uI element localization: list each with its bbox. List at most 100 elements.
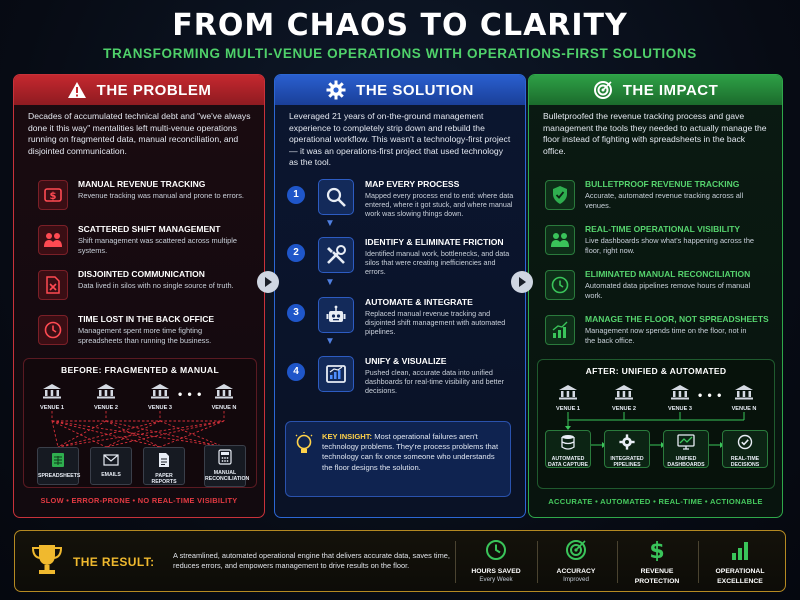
solution-intro: Leveraged 21 years of on-the-ground mana… [289, 111, 511, 167]
problem-item-desc: Management spent more time fighting spre… [78, 326, 212, 345]
calculator-icon [218, 449, 232, 465]
step-number: 3 [287, 304, 305, 322]
impact-item: BULLETPROOF REVENUE TRACKING Accurate, a… [545, 179, 765, 219]
step-desc: Mapped every process end to end: where d… [365, 191, 514, 219]
impact-item-desc: Management now spends time on the floor,… [585, 326, 747, 345]
paper-icon [159, 453, 169, 467]
doc-x-icon [46, 276, 60, 294]
people-icon [44, 233, 62, 247]
problem-intro: Decades of accumulated technical debt an… [28, 111, 251, 156]
problem-panel: THE PROBLEM Decades of accumulated techn… [13, 74, 265, 518]
dashboard-icon [326, 365, 346, 383]
step-number: 2 [287, 244, 305, 262]
warning-icon [67, 82, 86, 98]
impact-header: THE IMPACT [529, 75, 782, 105]
venue-node: VENUE 2 [606, 384, 642, 412]
solution-heading: THE SOLUTION [356, 81, 474, 99]
next-arrow-icon [511, 271, 533, 293]
result-divider [617, 541, 618, 583]
before-diagram: BEFORE: FRAGMENTED & MANUAL VENUE 1 VENU… [23, 358, 257, 488]
impact-item-desc: Accurate, automated revenue tracking acr… [585, 191, 744, 210]
result-stat: ACCURACY Improved [537, 539, 615, 583]
solution-header: THE SOLUTION [275, 75, 525, 105]
before-title: BEFORE: FRAGMENTED & MANUAL [60, 365, 219, 375]
impact-item-title: ELIMINATED MANUAL RECONCILIATION [585, 269, 751, 279]
step-arrow-icon: ▼ [325, 218, 335, 229]
building-icon [735, 385, 753, 400]
venue-node: VENUE 1 [550, 384, 586, 412]
problem-item-desc: Revenue tracking was manual and prone to… [78, 191, 244, 200]
people-icon [551, 233, 569, 247]
result-stat: $ REVENUE PROTECTION [634, 539, 680, 585]
emails-node: EMAILS [90, 447, 132, 485]
building-icon [43, 384, 61, 399]
result-text: A streamlined, automated operational eng… [173, 551, 450, 570]
gear-icon [326, 80, 346, 100]
step-title: MAP EVERY PROCESS [365, 179, 460, 189]
real-time-decisions-stage: REAL-TIME DECISIONS [722, 430, 768, 468]
venue-node: VENUE 3 [142, 383, 178, 411]
shield-check-icon [553, 186, 567, 204]
step-title: UNIFY & VISUALIZE [365, 356, 447, 366]
clock-icon [551, 276, 569, 294]
step-arrow-icon: ▼ [325, 277, 335, 288]
before-footer: SLOW • ERROR-PRONE • NO REAL-TIME VISIBI… [40, 496, 238, 505]
ellipsis: • • • [698, 388, 723, 402]
building-icon [559, 385, 577, 400]
building-icon [215, 384, 233, 399]
ellipsis: • • • [178, 387, 203, 401]
impact-item-desc: Automated data pipelines remove hours of… [585, 281, 751, 300]
step-desc: Identified manual work, bottlenecks, and… [365, 249, 510, 277]
dollar-icon: $ [44, 188, 62, 202]
step-title: AUTOMATE & INTEGRATE [365, 297, 473, 307]
impact-item-title: BULLETPROOF REVENUE TRACKING [585, 179, 740, 189]
key-insight-text: KEY INSIGHT: Most operational failures a… [322, 432, 499, 472]
dollar-icon: $ [649, 539, 664, 564]
growth-chart-icon [552, 321, 568, 338]
result-label: THE RESULT: [73, 555, 155, 569]
integrated-pipelines-stage: INTEGRATED PIPELINES [604, 430, 650, 468]
solution-step: 2 IDENTIFY & ELIMINATE FRICTION Identifi… [283, 237, 521, 295]
svg-text:$: $ [649, 539, 664, 561]
problem-item: SCATTERED SHIFT MANAGEMENT Shift managem… [38, 224, 258, 264]
impact-item-title: REAL-TIME OPERATIONAL VISIBILITY [585, 224, 741, 234]
gear-icon [619, 434, 635, 450]
step-desc: Pushed clean, accurate data into unified… [365, 368, 505, 396]
result-bar: THE RESULT: A streamlined, automated ope… [14, 530, 786, 592]
step-number: 1 [287, 186, 305, 204]
problem-item: $ MANUAL REVENUE TRACKING Revenue tracki… [38, 179, 258, 219]
impact-panel: THE IMPACT Bulletproofed the revenue tra… [528, 74, 783, 518]
unified-dashboards-stage: UNIFIED DASHBOARDS [663, 430, 709, 468]
impact-intro: Bulletproofed the revenue tracking proce… [543, 111, 767, 156]
venue-node: VENUE 2 [88, 383, 124, 411]
result-divider [455, 541, 456, 583]
building-icon [97, 384, 115, 399]
after-diagram: AFTER: UNIFIED & AUTOMATED VENUE 1 VENUE… [537, 359, 775, 489]
envelope-icon [103, 454, 119, 466]
spreadsheets-node: SPREADSHEETS [37, 447, 80, 485]
database-icon [561, 435, 575, 450]
robot-icon [326, 305, 346, 322]
manual-reconciliation-node: MANUAL RECONCILIATION [204, 445, 249, 487]
tools-icon [327, 245, 346, 264]
problem-item: TIME LOST IN THE BACK OFFICE Management … [38, 314, 258, 354]
clock-icon [44, 321, 62, 339]
problem-item-title: TIME LOST IN THE BACK OFFICE [78, 314, 214, 324]
problem-item-desc: Data lived in silos with no single sourc… [78, 281, 234, 290]
paper-reports-node: PAPER REPORTS [143, 447, 185, 485]
monitor-icon [677, 434, 695, 450]
trophy-icon [31, 545, 63, 574]
problem-header: THE PROBLEM [14, 75, 264, 105]
impact-item: REAL-TIME OPERATIONAL VISIBILITY Live da… [545, 224, 765, 264]
svg-text:$: $ [50, 191, 57, 202]
building-icon [151, 384, 169, 399]
step-title: IDENTIFY & ELIMINATE FRICTION [365, 237, 504, 247]
impact-item: MANAGE THE FLOOR, NOT SPREADSHEETS Manag… [545, 314, 769, 354]
clock-icon [486, 540, 506, 560]
check-circle-icon [737, 434, 753, 450]
after-footer: ACCURATE • AUTOMATED • REAL-TIME • ACTIO… [548, 497, 763, 506]
problem-item-title: MANUAL REVENUE TRACKING [78, 179, 206, 189]
magnifier-icon [326, 187, 346, 207]
impact-item: ELIMINATED MANUAL RECONCILIATION Automat… [545, 269, 765, 309]
solution-step: 4 UNIFY & VISUALIZE Pushed clean, accura… [283, 356, 521, 414]
